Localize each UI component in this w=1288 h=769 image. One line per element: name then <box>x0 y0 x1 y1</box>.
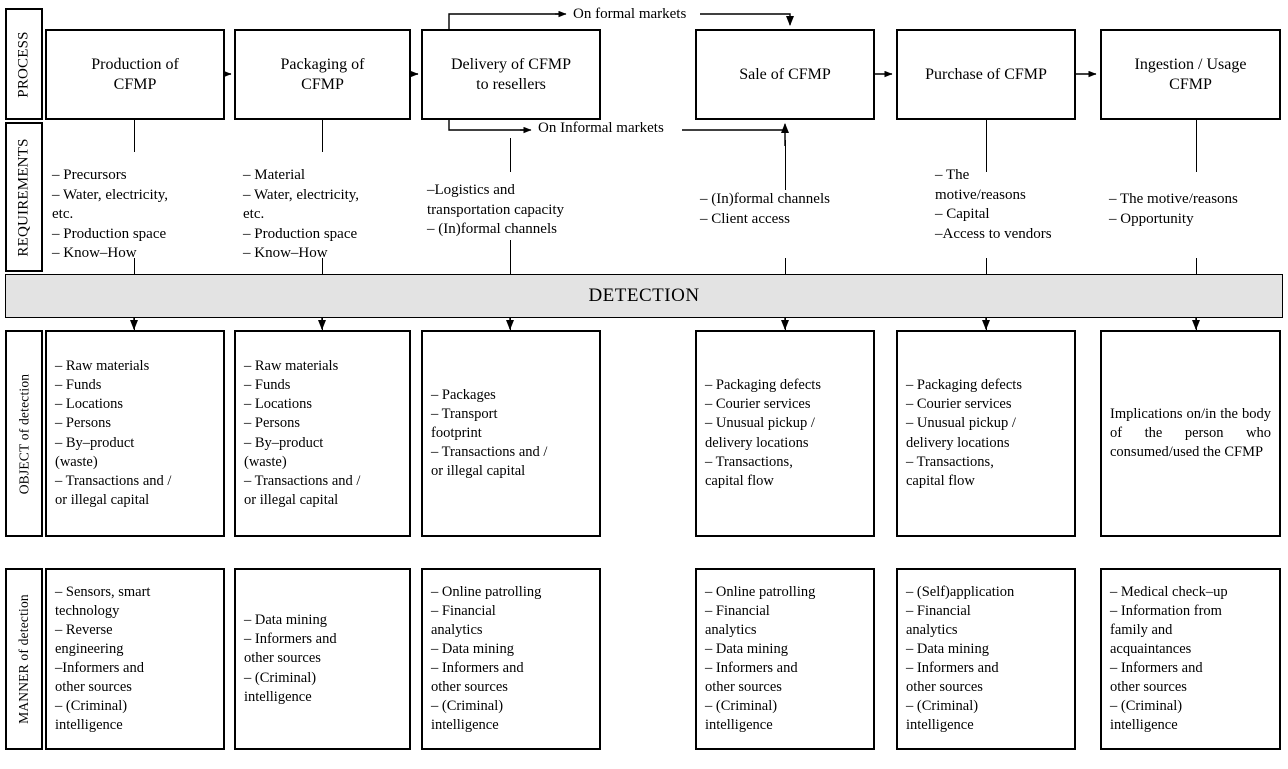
object-text-sale: – Packaging defects – Courier services –… <box>705 377 821 489</box>
process-box-ingestion-title: Ingestion / Usage CFMP <box>1134 55 1247 93</box>
object-box-packaging[interactable]: – Raw materials – Funds – Locations – Pe… <box>234 330 411 537</box>
process-box-production[interactable]: Production of CFMP <box>45 29 225 120</box>
manner-text-production: – Sensors, smart technology – Reverse en… <box>55 583 151 734</box>
row-label-requirements-text: REQUIREMENTS <box>15 137 32 257</box>
object-box-production[interactable]: – Raw materials – Funds – Locations – Pe… <box>45 330 225 537</box>
connector-process-to-requirements-delivery <box>510 138 512 172</box>
manner-text-sale: – Online patrolling – Financial analytic… <box>705 583 816 734</box>
process-box-packaging-title: Packaging of CFMP <box>280 55 365 93</box>
manner-text-delivery: – Online patrolling – Financial analytic… <box>431 583 542 734</box>
requirements-text-sale: – (In)formal channels – Client access <box>700 191 830 227</box>
row-label-manner: MANNER of detection <box>5 568 43 750</box>
requirements-text-purchase: – The motive/reasons – Capital –Access t… <box>935 167 1052 242</box>
object-box-purchase[interactable]: – Packaging defects – Courier services –… <box>896 330 1076 537</box>
process-box-delivery-title: Delivery of CFMP to resellers <box>451 55 571 93</box>
connector-process-to-requirements-packaging <box>322 120 324 152</box>
manner-text-ingestion: – Medical check–up – Information from fa… <box>1110 583 1228 734</box>
row-label-object-text: OBJECT of detection <box>16 373 32 494</box>
requirements-text-ingestion: – The motive/reasons – Opportunity <box>1109 191 1238 227</box>
row-label-requirements: REQUIREMENTS <box>5 122 43 272</box>
row-label-object: OBJECT of detection <box>5 330 43 537</box>
process-box-ingestion[interactable]: Ingestion / Usage CFMP <box>1100 29 1281 120</box>
object-box-ingestion[interactable]: Implications on/in the body of the perso… <box>1100 330 1281 537</box>
object-text-production: – Raw materials – Funds – Locations – Pe… <box>55 358 172 508</box>
process-box-production-title: Production of CFMP <box>91 55 179 93</box>
requirements-text-production: – Precursors – Water, electricity, etc. … <box>52 167 169 261</box>
object-text-delivery: – Packages – Transport footprint – Trans… <box>431 386 548 480</box>
connector-process-to-requirements-production <box>134 120 136 152</box>
process-box-sale-title: Sale of CFMP <box>739 65 831 83</box>
process-box-packaging[interactable]: Packaging of CFMP <box>234 29 411 120</box>
object-text-ingestion: Implications on/in the body of the perso… <box>1110 405 1271 461</box>
label-on-formal-markets: On formal markets <box>570 6 690 23</box>
requirements-text-delivery: –Logistics and transportation capacity –… <box>427 182 565 237</box>
connector-process-to-requirements-ingestion <box>1196 120 1198 172</box>
manner-box-production[interactable]: – Sensors, smart technology – Reverse en… <box>45 568 225 750</box>
requirements-text-packaging: – Material – Water, electricity, etc. – … <box>243 167 360 261</box>
manner-box-sale[interactable]: – Online patrolling – Financial analytic… <box>695 568 875 750</box>
connector-process-to-requirements-sale <box>785 140 787 190</box>
object-box-sale[interactable]: – Packaging defects – Courier services –… <box>695 330 875 537</box>
object-box-delivery[interactable]: – Packages – Transport footprint – Trans… <box>421 330 601 537</box>
label-on-informal-markets: On Informal markets <box>535 120 667 137</box>
manner-box-packaging[interactable]: – Data mining – Informers and other sour… <box>234 568 411 750</box>
row-label-process-text: PROCESS <box>15 30 32 98</box>
object-text-packaging: – Raw materials – Funds – Locations – Pe… <box>244 358 361 508</box>
manner-box-ingestion[interactable]: – Medical check–up – Information from fa… <box>1100 568 1281 750</box>
process-box-purchase[interactable]: Purchase of CFMP <box>896 29 1076 120</box>
row-label-process: PROCESS <box>5 8 43 120</box>
row-label-manner-text: MANNER of detection <box>16 594 31 724</box>
connector-process-to-requirements-purchase <box>986 120 988 172</box>
detection-band: DETECTION <box>5 274 1283 318</box>
manner-box-purchase[interactable]: – (Self)application – Financial analytic… <box>896 568 1076 750</box>
detection-down-arrows <box>130 318 1200 330</box>
process-box-sale[interactable]: Sale of CFMP <box>695 29 875 120</box>
manner-box-delivery[interactable]: – Online patrolling – Financial analytic… <box>421 568 601 750</box>
object-text-purchase: – Packaging defects – Courier services –… <box>906 377 1022 489</box>
detection-band-label: DETECTION <box>588 285 700 306</box>
manner-text-packaging: – Data mining – Informers and other sour… <box>244 612 337 705</box>
process-box-delivery[interactable]: Delivery of CFMP to resellers <box>421 29 601 120</box>
process-box-purchase-title: Purchase of CFMP <box>925 65 1047 83</box>
manner-text-purchase: – (Self)application – Financial analytic… <box>906 583 1015 734</box>
